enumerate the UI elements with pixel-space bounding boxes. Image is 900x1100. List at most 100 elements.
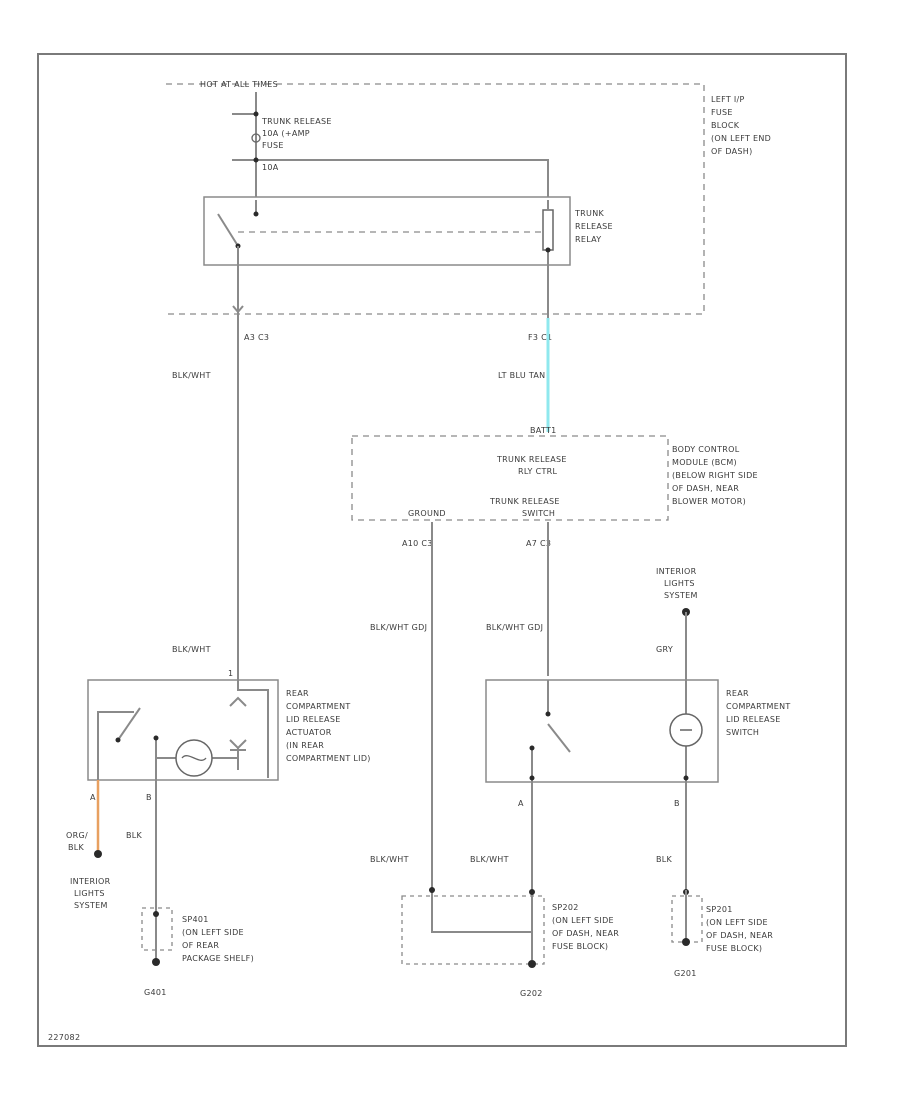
relay-contact-dot (253, 211, 259, 217)
fuse-branch-left (232, 113, 256, 161)
bcm-inner-2: TRUNK RELEASE SWITCH (489, 497, 559, 518)
sw-top-dot (545, 711, 551, 717)
conn-bcm-right: A7 C3 (526, 539, 551, 548)
bcm-ground: GROUND (408, 509, 446, 518)
interior-right: INTERIOR LIGHTS SYSTEM (656, 567, 697, 600)
figure-id: 227082 (48, 1033, 80, 1042)
svg-text:RELAY: RELAY (575, 235, 602, 244)
act-left-wire (97, 711, 134, 780)
bcm-inner-1: TRUNK RELEASE RLY CTRL (496, 455, 567, 476)
svg-text:LEFT I/P: LEFT I/P (711, 95, 745, 104)
svg-text:COMPARTMENT: COMPARTMENT (726, 702, 791, 711)
lamp-base-dot (683, 775, 689, 781)
svg-text:FUSE BLOCK): FUSE BLOCK) (552, 942, 608, 951)
svg-text:LIGHTS: LIGHTS (664, 579, 695, 588)
ground-mid: G202 (520, 989, 543, 998)
svg-text:ORG/: ORG/ (66, 831, 88, 840)
svg-text:LID RELEASE: LID RELEASE (286, 715, 341, 724)
splice-right: SP201 (ON LEFT SIDE OF DASH, NEAR FUSE B… (706, 905, 773, 953)
svg-text:ACTUATOR: ACTUATOR (286, 728, 332, 737)
interior-left: INTERIOR LIGHTS SYSTEM (70, 877, 110, 910)
wire-left-top: BLK/WHT (172, 371, 211, 380)
svg-text:SP401: SP401 (182, 915, 209, 924)
actuator-label: REAR COMPARTMENT LID RELEASE ACTUATOR (I… (286, 689, 371, 763)
svg-text:MODULE (BCM): MODULE (BCM) (672, 458, 737, 467)
splice-mid-dot-2 (529, 889, 535, 895)
svg-text:SWITCH: SWITCH (522, 509, 555, 518)
svg-text:(ON LEFT SIDE: (ON LEFT SIDE (706, 918, 768, 927)
relay-coil-dot (545, 247, 551, 253)
fuse-id: 10A (262, 163, 279, 172)
svg-text:INTERIOR: INTERIOR (656, 567, 697, 576)
svg-text:TRUNK: TRUNK (574, 209, 604, 218)
splice-mid: SP202 (ON LEFT SIDE OF DASH, NEAR FUSE B… (552, 903, 619, 951)
sw-out-dot (529, 745, 535, 751)
svg-text:(IN REAR: (IN REAR (286, 741, 324, 750)
wire-bcm-left: BLK/WHT GDJ (370, 623, 427, 632)
wire-bcm-right: BLK/WHT GDJ (486, 623, 543, 632)
svg-text:FUSE: FUSE (262, 141, 284, 150)
fuse-block-desc: LEFT I/P FUSE BLOCK (ON LEFT END OF DASH… (711, 95, 771, 156)
act-switch-icon (117, 707, 141, 741)
wire-blk-right: BLK (656, 855, 673, 864)
sw-pin-b: B (674, 799, 680, 808)
bcm-top-label: BATT1 (530, 426, 557, 435)
svg-text:LID RELEASE: LID RELEASE (726, 715, 781, 724)
svg-text:COMPARTMENT LID): COMPARTMENT LID) (286, 754, 371, 763)
feed-dot-2 (253, 157, 259, 163)
conn-right-top: F3 C1 (528, 333, 552, 342)
wire-blk-left: BLK (126, 831, 143, 840)
wire-blk-wht-1: BLK/WHT (370, 855, 409, 864)
splice-mid-outline (401, 895, 545, 965)
svg-text:SP201: SP201 (706, 905, 733, 914)
fuse-label: TRUNK RELEASE 10A (+AMP FUSE (261, 117, 332, 150)
svg-text:OF DASH, NEAR: OF DASH, NEAR (706, 931, 773, 940)
relay-coil-icon (542, 209, 554, 251)
svg-text:TRUNK RELEASE: TRUNK RELEASE (261, 117, 332, 126)
fuse-block-header: HOT AT ALL TIMES (200, 80, 278, 89)
wire-gry: GRY (656, 645, 673, 654)
svg-text:SYSTEM: SYSTEM (74, 901, 108, 910)
sw-pin-a: A (518, 799, 524, 808)
ground-left: G401 (144, 988, 167, 997)
ground-right-icon (682, 938, 690, 946)
act-internal-wire (237, 680, 269, 778)
act-connector-icon (229, 696, 247, 707)
svg-text:TRUNK RELEASE: TRUNK RELEASE (496, 455, 567, 464)
act-mid-dot (153, 735, 159, 741)
svg-text:OF DASH, NEAR: OF DASH, NEAR (552, 929, 619, 938)
conn-bcm-left: A10 C3 (402, 539, 433, 548)
splice-mid-bus (431, 890, 533, 960)
svg-text:(ON LEFT SIDE: (ON LEFT SIDE (182, 928, 244, 937)
switch-label: REAR COMPARTMENT LID RELEASE SWITCH (726, 689, 791, 737)
wire-blk-wht-2: BLK/WHT (470, 855, 509, 864)
splice-left-outline (141, 907, 173, 951)
svg-text:FUSE: FUSE (711, 108, 733, 117)
switch-contact-icon (547, 723, 571, 753)
ground-left-icon (152, 958, 160, 966)
act-pin-a: A (90, 793, 96, 802)
svg-text:(ON LEFT END: (ON LEFT END (711, 134, 771, 143)
svg-text:REAR: REAR (286, 689, 309, 698)
wire-right-top: LT BLU TAN (498, 371, 545, 380)
act-pin-b: B (146, 793, 152, 802)
relay-label: TRUNK RELEASE RELAY (574, 209, 613, 244)
actuator-coil-icon (181, 755, 207, 761)
bcm-module (351, 435, 669, 521)
svg-text:REAR: REAR (726, 689, 749, 698)
svg-text:OF DASH, NEAR: OF DASH, NEAR (672, 484, 739, 493)
svg-text:10A (+AMP: 10A (+AMP (262, 129, 310, 138)
splice-mid-dot-1 (429, 887, 435, 893)
svg-text:SP202: SP202 (552, 903, 579, 912)
splice-left: SP401 (ON LEFT SIDE OF REAR PACKAGE SHEL… (182, 915, 254, 963)
fuse-block-outline (166, 83, 705, 315)
wire-left-mid: BLK/WHT (172, 645, 211, 654)
act-diode-icon (229, 739, 247, 770)
bcm-desc: BODY CONTROL MODULE (BCM) (BELOW RIGHT S… (672, 445, 758, 506)
ground-mid-icon (528, 960, 536, 968)
svg-text:BLK: BLK (68, 843, 85, 852)
svg-text:RELEASE: RELEASE (575, 222, 613, 231)
svg-text:BODY CONTROL: BODY CONTROL (672, 445, 740, 454)
conn-left-mark (232, 305, 244, 314)
